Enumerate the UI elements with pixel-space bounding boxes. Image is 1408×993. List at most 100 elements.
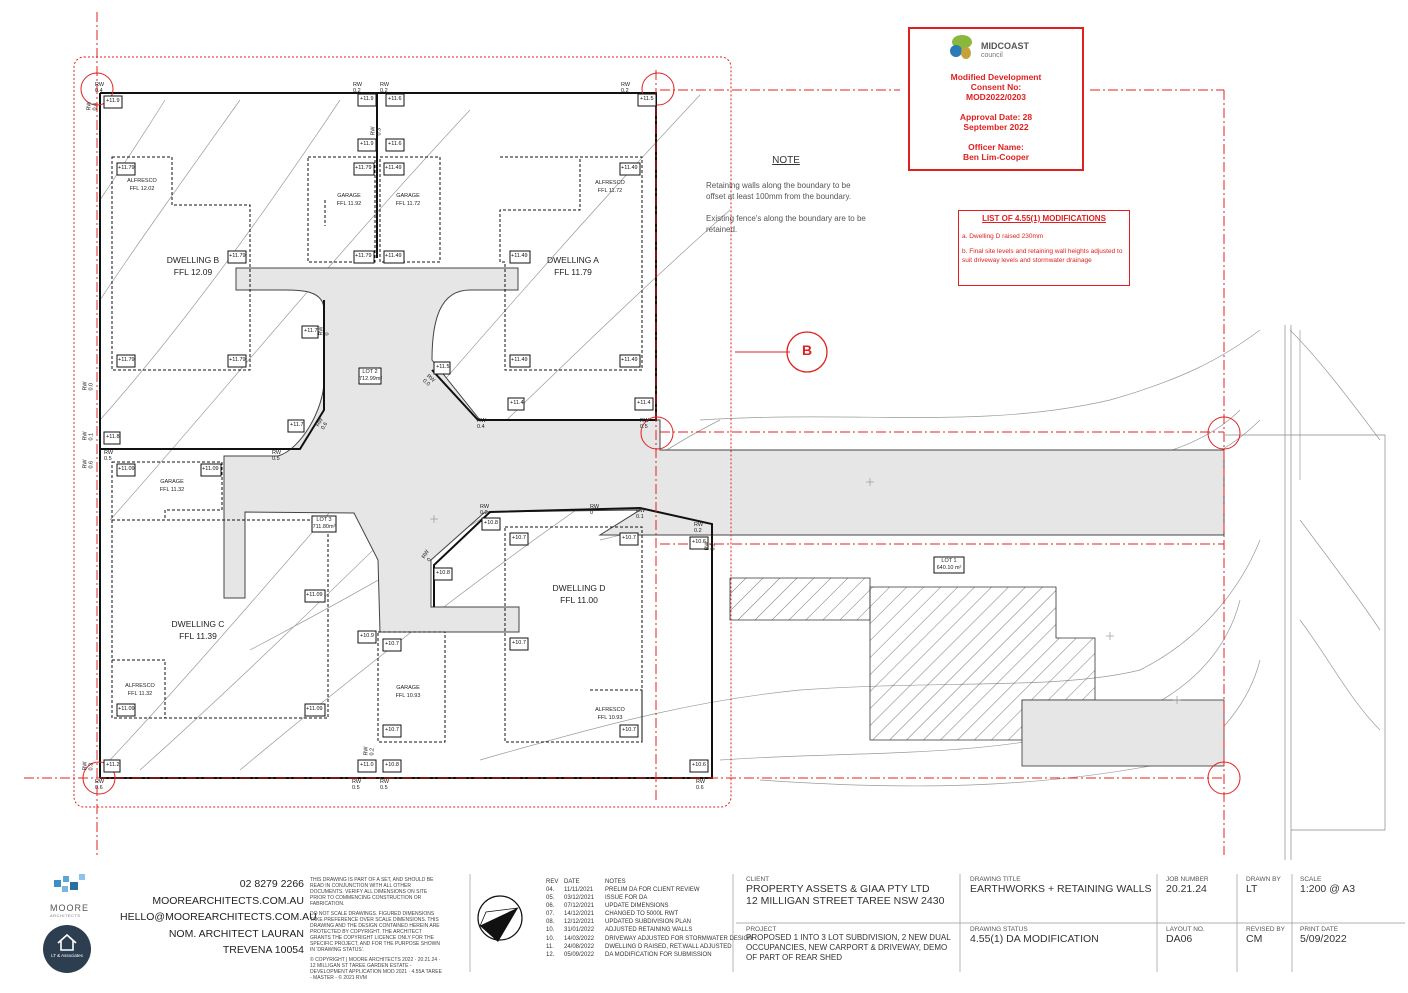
stamp-line: September 2022	[963, 122, 1029, 132]
disclaimer: THIS DRAWING IS PART OF A SET, AND SHOUL…	[310, 877, 442, 981]
job-number: 20.21.24	[1166, 883, 1207, 895]
section-marker-circle	[786, 331, 828, 373]
note-heading: NOTE	[772, 155, 800, 166]
moore-logo-icon	[54, 874, 85, 892]
rw-label: RW 0.4	[86, 101, 99, 111]
level-label: +11.0	[360, 762, 374, 768]
level-label: +11.79	[229, 253, 246, 259]
level-label: +11.49	[385, 253, 402, 259]
drawing-status-block: DRAWING STATUS 4.55(1) DA MODIFICATION	[970, 926, 1155, 945]
level-label: +11.4	[510, 400, 524, 406]
titleblock-lines	[469, 874, 1405, 972]
stamp-officer: Ben Lim-Cooper	[962, 152, 1030, 162]
client-name: PROPERTY ASSETS & GIAA PTY LTD	[746, 883, 930, 895]
level-label: +11.4	[637, 400, 651, 406]
level-label: +10.7	[385, 641, 399, 647]
rw-label: RW 0	[590, 504, 600, 516]
print-date: 5/09/2022	[1300, 933, 1347, 945]
rw-label: RW 0.4	[477, 418, 487, 430]
level-label: +10.7	[385, 727, 399, 733]
drawing-title: EARTHWORKS + RETAINING WALLS	[970, 883, 1152, 895]
house-icon	[57, 933, 77, 951]
modification-item: a. Dwelling D raised 230mm	[962, 233, 1044, 240]
level-label: +11.6	[388, 96, 402, 102]
rw-label: RW 0.2	[621, 82, 631, 94]
level-tags	[103, 93, 965, 773]
level-label: +11.79	[229, 357, 246, 363]
moore-logo-subtext: ARCHITECTS	[50, 913, 81, 918]
level-label: +11.09	[306, 592, 323, 598]
midcoast-logo-icon	[950, 35, 972, 59]
stamp-consent-number: MOD2022/0203	[965, 92, 1026, 102]
rw-label: RW 0.5	[352, 779, 362, 791]
rw-label: RW 0.3	[82, 761, 95, 771]
level-label: +10.7	[622, 727, 636, 733]
badge-text: LT & Associates	[51, 953, 83, 958]
level-label: +11.9	[360, 141, 374, 147]
stamp-line: Approval Date: 28	[959, 112, 1033, 122]
rw-label: RW 0.4	[95, 82, 105, 94]
level-label: +11.49	[511, 253, 528, 259]
rw-label: RW 0	[318, 326, 331, 336]
level-label: +11.5	[436, 364, 450, 370]
rw-label: RW 0.6	[82, 459, 95, 469]
revised-by: CM	[1246, 933, 1263, 945]
level-label: +10.6	[692, 762, 706, 768]
drawn-by: LT	[1246, 883, 1258, 895]
scale-block: SCALE 1:200 @ A3	[1300, 876, 1400, 895]
driveway-upper	[223, 267, 1225, 633]
level-label: +10.7	[512, 640, 526, 646]
level-label: +11.79	[118, 165, 135, 171]
rw-label: RW 0.2	[363, 746, 376, 756]
level-label: +11.79	[355, 165, 372, 171]
level-label: +10.8	[436, 570, 450, 576]
demolished-shed	[729, 577, 871, 621]
level-label: +11.49	[385, 165, 402, 171]
level-label: +11.49	[511, 357, 528, 363]
modifications-list: LIST OF 4.55(1) MODIFICATIONS a. Dwellin…	[958, 210, 1130, 286]
level-label: +11.49	[621, 165, 638, 171]
stamp-line: Modified Development	[950, 72, 1042, 82]
level-label: +11.09	[118, 706, 135, 712]
note-paragraph: Retaining walls along the boundary to be…	[706, 181, 852, 201]
contact-block: 02 8279 2266 MOOREARCHITECTS.COM.AU HELL…	[120, 876, 317, 959]
layout-block: LAYOUT NO. DA06	[1166, 926, 1234, 945]
rw-label: RW 0.2	[694, 522, 704, 534]
site-plan	[24, 12, 1386, 860]
stamp-line: Consent No:	[970, 82, 1022, 92]
level-label: +11.49	[621, 357, 638, 363]
rw-label: RW 0.5	[640, 418, 650, 430]
project-block: PROJECT PROPOSED 1 INTO 3 LOT SUBDIVISIO…	[746, 926, 956, 963]
rw-label: RW 0.2	[480, 504, 490, 516]
website-link[interactable]: MOOREARCHITECTS.COM.AU	[152, 894, 304, 907]
rw-label: RW 0.0	[82, 381, 95, 391]
level-label: +11.7	[304, 328, 318, 334]
level-label: +11.2	[106, 762, 120, 768]
drawn-by-block: DRAWN BY LT	[1246, 876, 1290, 895]
level-label: +10.7	[622, 535, 636, 541]
rw-label: RW 0.5	[272, 450, 282, 462]
level-label: +10.6	[692, 539, 706, 545]
associates-badge: LT & Associates	[43, 925, 91, 973]
level-label: +11.9	[360, 96, 374, 102]
level-label: +11.09	[118, 466, 135, 472]
note-paragraph: Existing fence's along the boundary are …	[706, 214, 866, 234]
email-link[interactable]: HELLO@MOOREARCHITECTS.COM.AU	[120, 911, 317, 923]
